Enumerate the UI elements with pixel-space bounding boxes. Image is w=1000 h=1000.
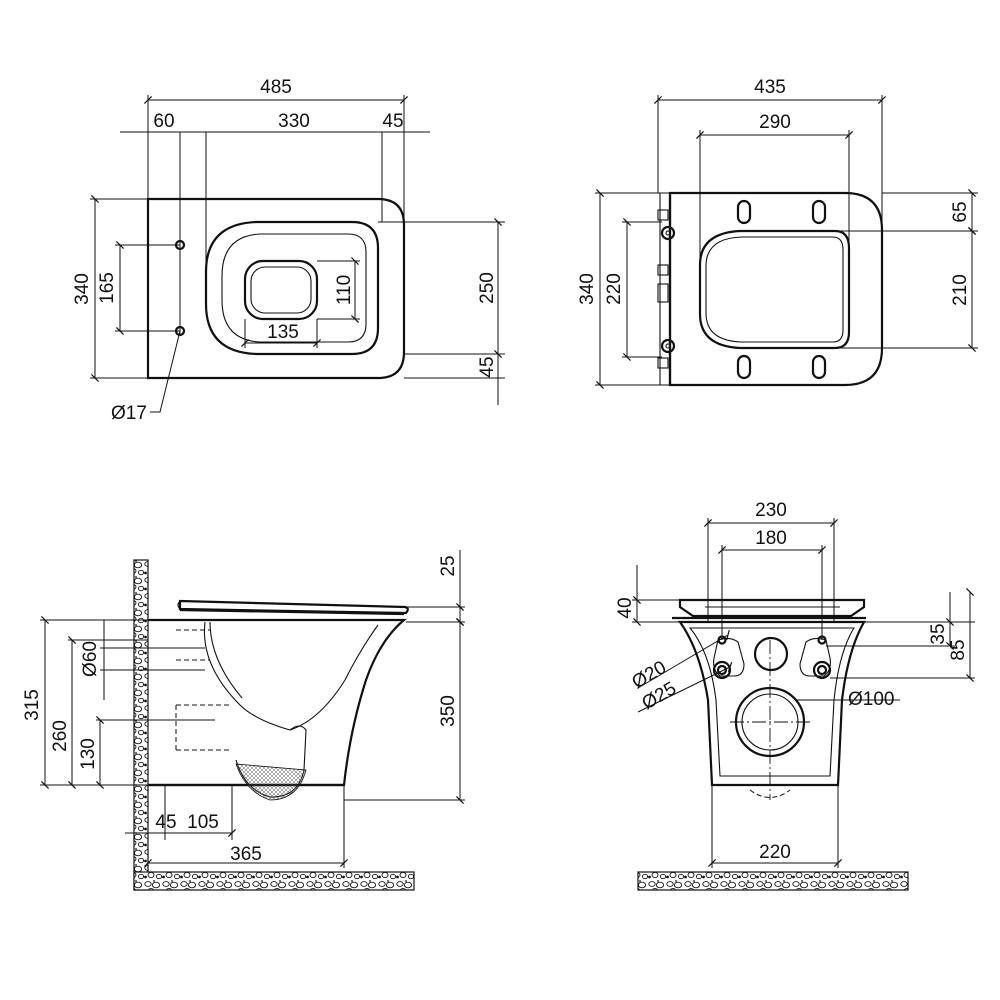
rear-dim-40: 40	[615, 597, 636, 618]
side-dim-25: 25	[438, 555, 459, 576]
side-view: 25 350 315 260 130 Ø60 45 105 365	[22, 550, 465, 891]
top-dim-340: 340	[72, 273, 93, 305]
seat-dim-210: 210	[950, 274, 971, 306]
side-dim-350: 350	[438, 695, 459, 727]
side-dim-d60: Ø60	[80, 641, 101, 677]
rear-dim-35: 35	[928, 623, 949, 644]
seat-dim-435: 435	[754, 77, 786, 98]
top-dim-330: 330	[278, 111, 310, 132]
side-dim-365: 365	[230, 844, 262, 865]
top-dim-250: 250	[477, 272, 498, 304]
top-dim-110: 110	[334, 275, 355, 305]
seat-dim-65: 65	[950, 201, 971, 222]
top-dim-45: 45	[382, 111, 403, 132]
top-dim-45-rim: 45	[477, 356, 498, 377]
top-dim-d17: Ø17	[111, 403, 147, 424]
top-dim-135: 135	[267, 322, 299, 343]
top-dim-165: 165	[97, 272, 118, 304]
top-view: 485 60 330 45 340 165 110 135 250 45 Ø17	[72, 77, 505, 424]
seat-view: 435 290 340 220 65 210	[577, 77, 978, 390]
side-dim-260: 260	[50, 720, 71, 752]
side-dim-315: 315	[22, 689, 43, 721]
top-dim-485: 485	[260, 77, 292, 98]
rear-dim-180: 180	[755, 528, 787, 549]
rear-view: 230 180 40 35 85 Ø20 Ø25 Ø100 220	[615, 500, 975, 891]
side-dim-105: 105	[187, 812, 219, 833]
side-dim-130: 130	[78, 738, 99, 770]
rear-dim-d100: Ø100	[848, 689, 894, 710]
rear-dim-85: 85	[948, 639, 969, 660]
side-dim-45: 45	[155, 812, 176, 833]
rear-dim-230: 230	[755, 500, 787, 521]
rear-dim-220: 220	[759, 842, 791, 863]
seat-dim-220: 220	[604, 273, 625, 305]
top-dim-60: 60	[153, 111, 174, 132]
seat-dim-340: 340	[577, 273, 598, 305]
seat-dim-290: 290	[759, 112, 791, 133]
